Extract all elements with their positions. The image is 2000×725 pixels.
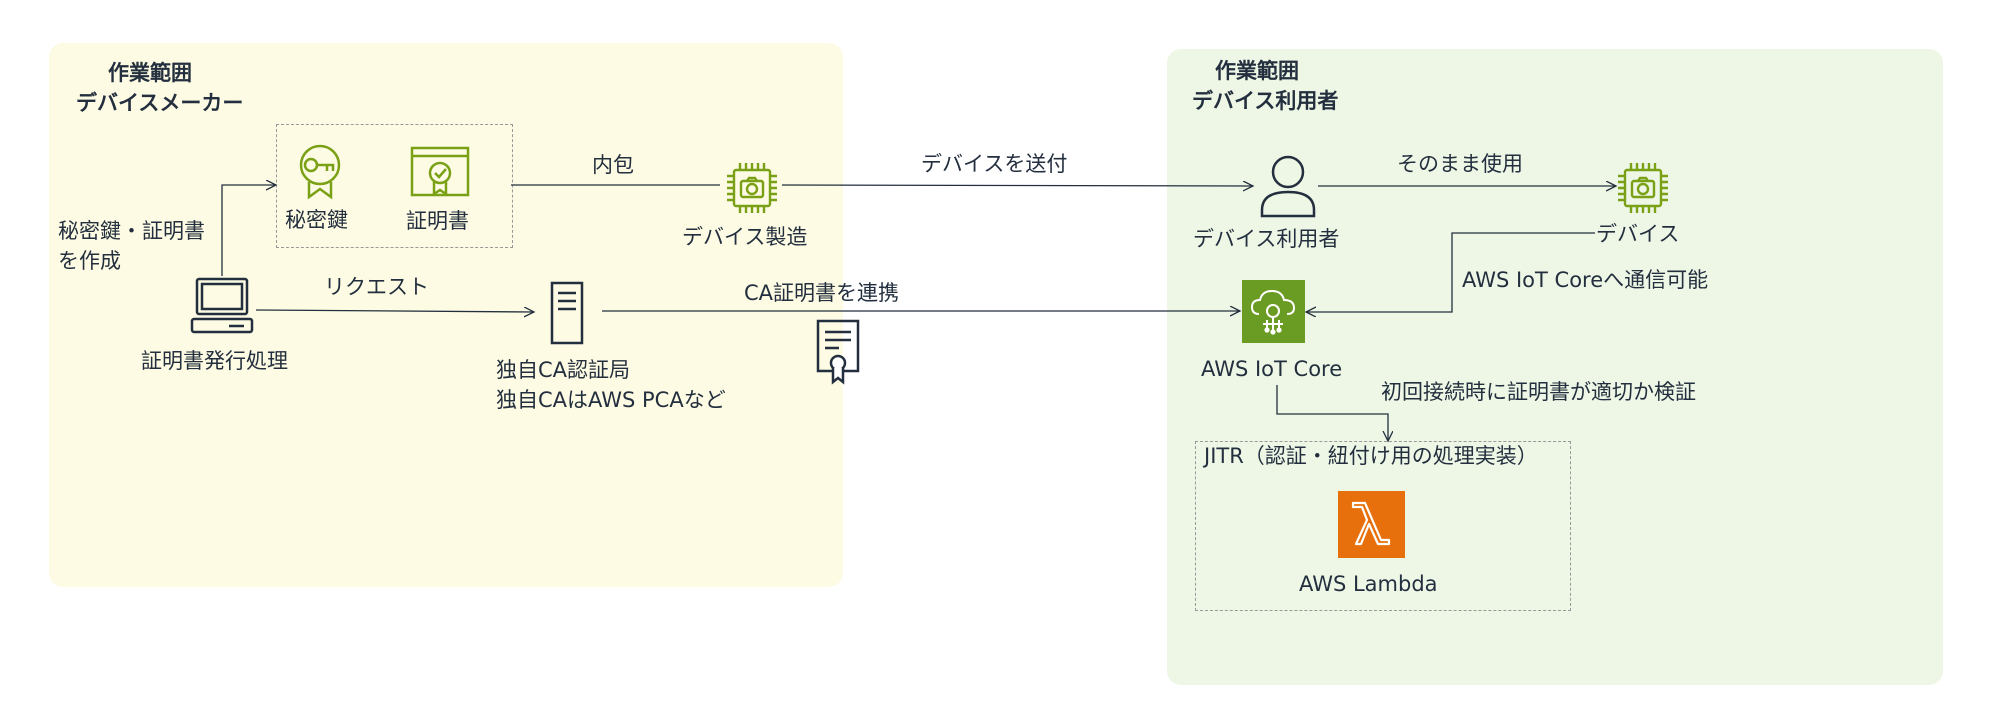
iot-core-label: AWS IoT Core	[1201, 357, 1343, 381]
create-keys-label-2: を作成	[58, 249, 121, 273]
create-keys-label: 秘密鍵・証明書	[58, 219, 205, 243]
ca-note-label: 独自CAはAWS PCAなど	[496, 388, 726, 412]
jitr-title: JITR（認証・紐付け用の処理実装）	[1204, 444, 1538, 468]
use-as-is-label: そのまま使用	[1397, 152, 1523, 176]
server-icon	[550, 281, 584, 345]
create-keys-arrow	[221, 185, 276, 276]
request-arrow	[255, 310, 534, 312]
user-scope-zone	[1167, 49, 1943, 685]
user-zone-subtitle: デバイス利用者	[1192, 89, 1339, 113]
device-label: デバイス	[1596, 222, 1680, 246]
maker-scope-zone	[49, 43, 843, 587]
certificate-icon	[410, 146, 470, 197]
certificate-label: 証明書	[406, 209, 469, 233]
certificate-document-icon	[816, 319, 860, 385]
user-icon	[1260, 155, 1316, 218]
device-user-label: デバイス利用者	[1193, 227, 1340, 251]
verify-label: 初回接続時に証明書が適切か検証	[1381, 380, 1696, 404]
iot-core-icon	[1242, 280, 1305, 343]
request-label: リクエスト	[324, 275, 429, 299]
user-zone-title: 作業範囲	[1215, 59, 1299, 83]
key-icon	[299, 144, 341, 200]
ca-link-label: CA証明書を連携	[744, 281, 900, 305]
iot-chip-camera-icon	[727, 163, 777, 213]
embed-label: 内包	[592, 153, 634, 177]
lambda-label: AWS Lambda	[1299, 572, 1438, 596]
ship-device-arrow	[781, 185, 1253, 186]
iot-comm-label: AWS IoT Coreへ通信可能	[1462, 268, 1709, 292]
private-key-label: 秘密鍵	[285, 208, 348, 232]
lambda-icon	[1338, 491, 1405, 558]
ship-device-label: デバイスを送付	[921, 152, 1068, 176]
cert-process-label: 証明書発行処理	[141, 349, 288, 373]
maker-zone-title: 作業範囲	[108, 61, 192, 85]
device-manufacture-label: デバイス製造	[682, 225, 808, 249]
iot-device-chip-icon	[1618, 163, 1668, 213]
laptop-icon	[190, 277, 254, 334]
maker-zone-subtitle: デバイスメーカー	[76, 91, 244, 115]
verify-arrow	[1276, 385, 1388, 441]
ca-label: 独自CA認証局	[496, 358, 631, 382]
device-to-iot-arrow	[1306, 232, 1595, 312]
